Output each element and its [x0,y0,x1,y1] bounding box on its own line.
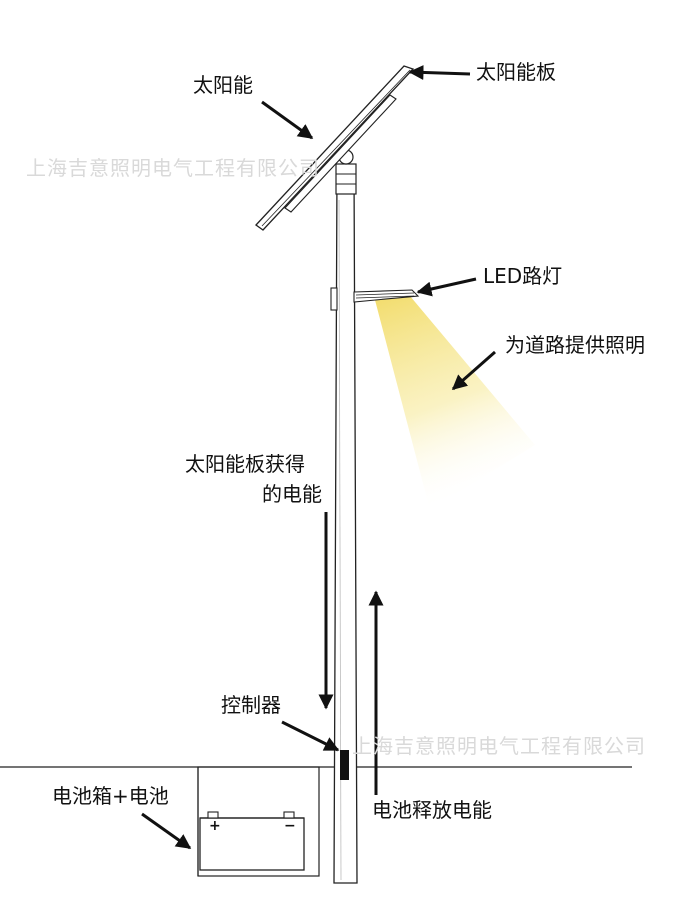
watermark-top: 上海吉意照明电气工程有限公司 [26,156,320,180]
light-beam [375,296,535,510]
label-controller: 控制器 [221,693,281,717]
battery-box [197,766,320,877]
arrow-to-beam [451,350,496,391]
arrow-to-battery [141,812,192,850]
label-battery-box: 电池箱+电池 [52,784,169,808]
controller-box [340,750,349,780]
arrow-to-controller [281,720,340,752]
label-led-light: LED路灯 [483,264,563,288]
label-solar-energy: 太阳能 [193,73,253,97]
arrow-to-solar-energy [261,100,314,140]
label-panel-energy-line1: 太阳能板获得 [185,452,305,476]
battery-plus-sign: + [209,818,221,834]
arrow-to-solar-panel [408,64,471,80]
solar-panel [255,65,415,231]
label-lighting: 为道路提供照明 [505,333,645,357]
label-panel-energy-line2: 的电能 [262,482,322,506]
watermark-bottom: 上海吉意照明电气工程有限公司 [352,734,646,758]
battery [199,811,305,871]
label-battery-release: 电池释放电能 [372,798,492,822]
label-solar-panel: 太阳能板 [476,60,556,84]
arrow-to-led [416,277,477,297]
battery-minus-sign: − [284,818,296,834]
